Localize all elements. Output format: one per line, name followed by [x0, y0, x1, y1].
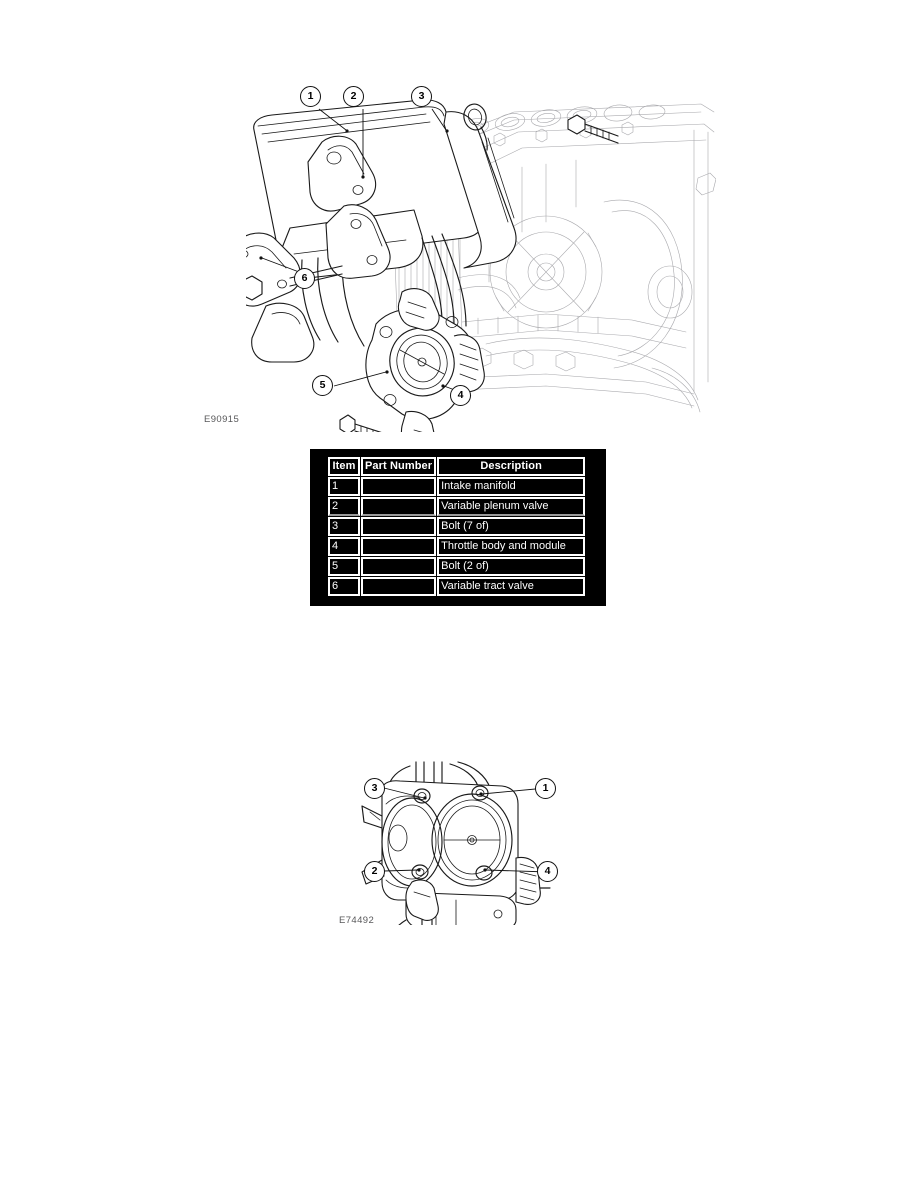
- cell-item: 2: [328, 497, 360, 516]
- variable-tract-valve-artwork: [246, 232, 343, 363]
- variable-plenum-valve-artwork: [307, 135, 391, 279]
- cell-part-number: [361, 497, 437, 516]
- header-item: Item: [328, 457, 360, 476]
- table-row: 3 Bolt (7 of): [328, 517, 586, 536]
- callout-3: 3: [364, 778, 385, 799]
- callout-1: 1: [535, 778, 556, 799]
- table-row: 1 Intake manifold: [328, 477, 586, 496]
- cell-item: 5: [328, 557, 360, 576]
- table-row: 5 Bolt (2 of): [328, 557, 586, 576]
- cell-part-number: [361, 517, 437, 536]
- figure-intake-manifold-assembly: 1 2 3 6 5 4: [246, 82, 716, 432]
- header-description: Description: [437, 457, 586, 476]
- callout-2: 2: [343, 86, 364, 107]
- figure-2-line-art: [361, 761, 551, 925]
- cell-description: Intake manifold: [437, 477, 586, 496]
- callout-4: 4: [450, 385, 471, 406]
- parts-table-panel: Item Part Number Description 1 Intake ma…: [310, 449, 606, 606]
- figure-throttle-body-detail: 3 1 2 4: [350, 760, 580, 925]
- bolt-2of-artwork: [339, 414, 382, 432]
- callout-3: 3: [411, 86, 432, 107]
- header-part-number: Part Number: [361, 457, 437, 476]
- cell-item: 1: [328, 477, 360, 496]
- cell-part-number: [361, 477, 437, 496]
- throttle-body-artwork: [365, 288, 485, 432]
- callout-5: 5: [312, 375, 333, 396]
- figure-2-caption: E74492: [339, 915, 375, 926]
- cell-item: 6: [328, 577, 360, 596]
- table-row: 4 Throttle body and module: [328, 537, 586, 556]
- cell-description: Variable tract valve: [437, 577, 586, 596]
- throttle-body-detail-artwork: [361, 761, 551, 925]
- cell-description: Throttle body and module: [437, 537, 586, 556]
- cell-part-number: [361, 557, 437, 576]
- parts-table: Item Part Number Description 1 Intake ma…: [327, 456, 587, 597]
- cell-description: Variable plenum valve: [437, 497, 586, 516]
- cell-description: Bolt (7 of): [437, 517, 586, 536]
- cell-description: Bolt (2 of): [437, 557, 586, 576]
- figure-1-caption: E90915: [204, 414, 240, 425]
- cell-item: 3: [328, 517, 360, 536]
- callout-4: 4: [537, 861, 558, 882]
- table-row: 2 Variable plenum valve: [328, 497, 586, 516]
- cell-part-number: [361, 577, 437, 596]
- bolt-7of-artwork: [463, 103, 619, 151]
- callout-2: 2: [364, 861, 385, 882]
- table-row: 6 Variable tract valve: [328, 577, 586, 596]
- figure-1-line-art: [246, 99, 716, 432]
- callout-6: 6: [294, 268, 315, 289]
- figure-1-leader-lines: [259, 108, 472, 397]
- table-header-row: Item Part Number Description: [328, 457, 586, 476]
- callout-1: 1: [300, 86, 321, 107]
- cell-part-number: [361, 537, 437, 556]
- cell-item: 4: [328, 537, 360, 556]
